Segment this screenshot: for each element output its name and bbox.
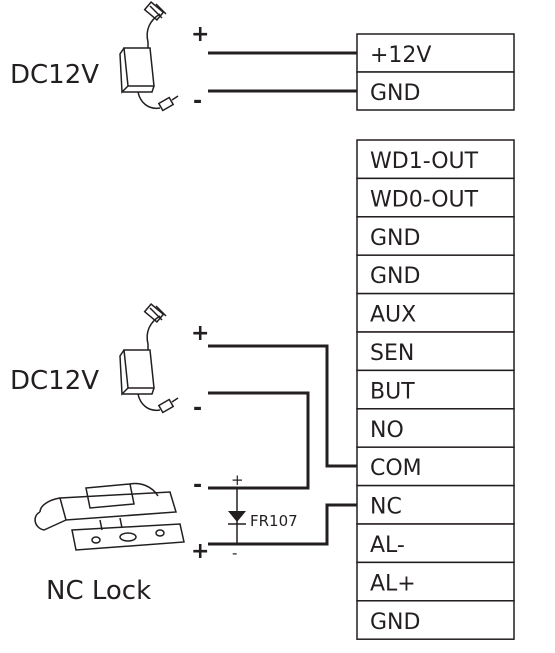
lock-plus-sign: + — [191, 539, 209, 564]
terminal-label-wd1-out: WD1-OUT — [370, 149, 479, 174]
wire-lock-plus-to-nc — [208, 503, 357, 546]
terminal-label-nc: NC — [370, 495, 402, 520]
terminal-label-gnd: GND — [370, 226, 420, 251]
terminal-label-no: NO — [370, 418, 404, 443]
power-adapter-top-icon — [119, 0, 179, 112]
wire-plus-to-com — [208, 344, 357, 468]
dc12v-lock-plus-sign: + — [191, 321, 209, 346]
power-adapter-lock-icon — [119, 302, 179, 414]
terminal-cell — [356, 600, 515, 640]
terminal-label-wd0-out: WD0-OUT — [370, 187, 479, 212]
dc12v-lock-minus-sign: - — [193, 396, 202, 421]
wire-minus-to-lock — [208, 391, 310, 490]
terminal-cell — [356, 139, 515, 180]
dc12v-lock-label: DC12V — [10, 366, 99, 396]
terminal-label-com: COM — [370, 456, 422, 481]
diode-plus-sign: + — [231, 471, 244, 489]
diode-minus-sign: - — [232, 544, 237, 562]
diode-icon — [228, 488, 246, 544]
controller-terminal-block: WD1-OUT WD0-OUT GND GND AUX SEN BUT NO C… — [356, 139, 515, 640]
terminal-cell — [356, 369, 515, 410]
terminal-cell — [356, 177, 515, 218]
terminal-label-al-plus: AL+ — [370, 571, 416, 596]
terminal-label-sen: SEN — [370, 341, 414, 366]
nc-lock-label: NC Lock — [46, 576, 151, 606]
diode-label: FR107 — [250, 512, 298, 530]
terminal-cell — [356, 446, 515, 487]
terminal-label-aux: AUX — [370, 303, 416, 328]
terminal-cell — [356, 71, 515, 111]
terminal-label-plus12v: +12V — [370, 43, 431, 68]
terminal-cell — [356, 484, 515, 525]
terminal-label-al-minus: AL- — [370, 533, 405, 558]
dc12v-top-label: DC12V — [10, 60, 99, 90]
terminal-cell — [356, 33, 515, 73]
lock-minus-sign: - — [193, 473, 202, 498]
terminal-cell — [356, 254, 515, 295]
power-terminal-block: +12V GND — [356, 33, 515, 111]
terminal-label-gnd: GND — [370, 610, 420, 635]
terminal-label-gnd: GND — [370, 81, 420, 106]
dc12v-top-minus-sign: - — [193, 89, 202, 114]
terminal-cell — [356, 523, 515, 564]
nc-lock-icon — [34, 482, 185, 551]
dc12v-top-plus-sign: + — [191, 22, 209, 47]
terminal-cell — [356, 408, 515, 448]
terminal-cell — [356, 561, 515, 602]
terminal-label-but: BUT — [370, 379, 415, 404]
terminal-label-gnd: GND — [370, 264, 420, 289]
